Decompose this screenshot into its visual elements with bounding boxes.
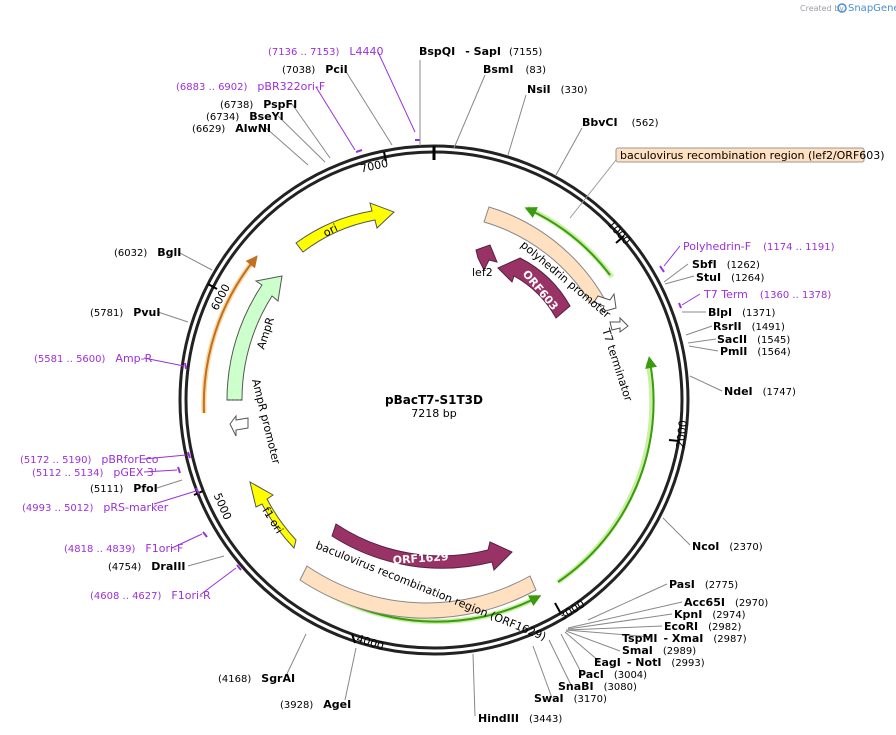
tick-4000-mark (351, 633, 356, 644)
tick-6000-mark (207, 283, 218, 290)
enzyme-sgrai[interactable]: (4168)SgrAI (218, 672, 295, 685)
ampr-feature[interactable] (226, 275, 283, 401)
orange-region-arrow (202, 255, 258, 414)
primer-polyhedrin-f[interactable]: Polyhedrin-F(1174 .. 1191) (683, 240, 835, 253)
lef2-label: lef2 (472, 266, 493, 279)
tick-1000-mark (615, 235, 625, 244)
pbr322ori-f-mark (355, 149, 363, 153)
enzyme-stui[interactable]: StuI(1264) (696, 271, 764, 284)
enzyme-bbvci[interactable]: BbvCI(562) (582, 116, 659, 129)
primer-labels: (7136 .. 7153)L4440 (6883 .. 6902)pBR322… (20, 45, 835, 602)
enzyme-draiii[interactable]: (4754)DraIII (108, 560, 186, 573)
f1ori-f-mark (202, 531, 208, 538)
ori-feature[interactable] (295, 202, 395, 253)
tick-3000-mark (554, 602, 561, 613)
enzyme-pasi[interactable]: PasI(2775) (669, 578, 738, 591)
recomb-lef2-feature[interactable] (483, 206, 605, 305)
enzyme-pvui[interactable]: (5781)PvuI (90, 306, 160, 319)
t7-terminator-feature[interactable] (609, 316, 629, 333)
tick-2000: 2000 (674, 419, 690, 448)
t7-terminator-label: T7 terminator (599, 326, 635, 403)
created-by-text: Created by (800, 4, 844, 13)
primer-pgex3[interactable]: (5112 .. 5134)pGEX 3' (32, 466, 157, 479)
recomb-orf1629-feature[interactable] (299, 565, 537, 619)
ampr-promoter-feature[interactable] (229, 414, 249, 437)
primer-f1ori-r[interactable]: (4608 .. 4627)F1ori-R (90, 589, 211, 602)
orf-right-direction-arrow (557, 356, 657, 583)
primer-prs-marker[interactable]: (4993 .. 5012)pRS-marker (22, 501, 169, 514)
enzyme-rsrii[interactable]: RsrII(1491) (713, 320, 785, 333)
orf-right-direction-halo (556, 361, 655, 585)
primer-f1ori-f[interactable]: (4818 .. 4839)F1ori-F (64, 542, 183, 555)
enzyme-bgli[interactable]: (6032)BglI (114, 246, 181, 259)
plasmid-size: 7218 bp (411, 407, 456, 420)
enzyme-blpi[interactable]: BlpI(1371) (708, 306, 775, 319)
primer-t7-term[interactable]: T7 Term(1360 .. 1378) (703, 288, 831, 301)
orf1629-label: ORF1629 (392, 550, 449, 567)
f1-ori-label: f1 ori (259, 505, 285, 536)
enzyme-pmli[interactable]: PmlI(1564) (720, 345, 791, 358)
enzyme-ncoi[interactable]: NcoI(2370) (692, 540, 763, 553)
enzyme-bspqi[interactable]: BspQI- SapI(7155) (419, 45, 542, 58)
primer-amp-r[interactable]: (5581 .. 5600)Amp-R (34, 352, 153, 365)
primer-pbrforeco[interactable]: (5172 .. 5190)pBRforEco (20, 453, 159, 466)
enzyme-pcii[interactable]: (7038)PciI (282, 63, 348, 76)
enzyme-sacii[interactable]: SacII(1545) (717, 333, 790, 346)
enzyme-ndei[interactable]: NdeI(1747) (724, 385, 796, 398)
amp-r-mark (184, 362, 187, 370)
snapgene-brand-text: SnapGene (848, 3, 896, 14)
tick-3000: 3000 (557, 597, 588, 623)
primer-pbr322ori-f[interactable]: (6883 .. 6902)pBR322ori-F (176, 80, 325, 93)
enzyme-nsii[interactable]: NsiI(330) (527, 83, 588, 96)
ori-label: ori (321, 221, 340, 239)
enzyme-pfoi[interactable]: (5111)PfoI (90, 482, 158, 495)
enzyme-tspmi[interactable]: TspMI- XmaI(2987) (622, 632, 747, 645)
primer-marks (177, 139, 682, 571)
enzyme-kpni[interactable]: KpnI(2974) (674, 608, 746, 621)
prs-marker-mark (195, 487, 200, 495)
enzyme-smai[interactable]: SmaI(2989) (622, 644, 696, 657)
plasmid-name: pBacT7-S1T3D (385, 393, 483, 407)
polyhedrin-f-mark (659, 265, 665, 273)
enzyme-sbfi[interactable]: SbfI(1262) (692, 258, 760, 271)
lef2-feature[interactable] (475, 244, 498, 272)
enzyme-ecori[interactable]: EcoRI(2982) (664, 620, 742, 633)
enzyme-eagi[interactable]: EagI- NotI(2993) (594, 656, 705, 669)
orf603-feature[interactable] (497, 257, 571, 319)
enzyme-bseyi[interactable]: (6734)BseYI (206, 110, 284, 123)
enzyme-acc65i[interactable]: Acc65I(2970) (684, 596, 768, 609)
tick-7000: 7000 (359, 157, 389, 176)
tick-2000-mark (668, 439, 680, 442)
recomb-lef2-label: baculovirus recombination region (lef2/O… (620, 149, 885, 162)
recomb-lef2-label-box (615, 147, 865, 163)
f1-ori-feature[interactable] (249, 480, 297, 549)
tick-1000: 1000 (605, 218, 633, 248)
enzyme-snabi[interactable]: SnaBI(3080) (558, 680, 637, 693)
t7-term-mark (678, 302, 682, 309)
ampr-promoter-label: AmpR promoter (249, 378, 283, 466)
enzyme-agei[interactable]: (3928)AgeI (280, 698, 351, 711)
enzyme-leaders (156, 60, 723, 717)
enzyme-hindiii[interactable]: HindIII(3443) (478, 712, 562, 725)
enzyme-alwni[interactable]: (6629)AlwNI (192, 122, 271, 135)
polyhedrin-promoter-feature[interactable] (593, 292, 617, 313)
pbrforeco-mark (187, 451, 191, 459)
recomb-lef2-direction-arrow (524, 207, 611, 276)
tick-7000-mark (383, 151, 387, 162)
enzyme-pspfi[interactable]: (6738)PspFI (220, 98, 297, 111)
enzyme-swai[interactable]: SwaI(3170) (534, 692, 607, 705)
enzyme-paci[interactable]: PacI(3004) (578, 668, 647, 681)
primer-leaders (143, 51, 701, 596)
f1ori-r-mark (236, 564, 242, 571)
enzyme-labels: BspQI- SapI(7155) BsmI(83) NsiI(330) Bbv… (90, 45, 796, 725)
pgex3-mark (177, 466, 181, 474)
snapgene-logo-icon (837, 3, 847, 13)
enzyme-bsmi[interactable]: BsmI(83) (483, 63, 546, 76)
recomb-lef2-leader (569, 159, 617, 219)
tick-4000: 4000 (355, 632, 386, 653)
primer-l4440[interactable]: (7136 .. 7153)L4440 (268, 45, 384, 58)
orf1629-feature[interactable] (331, 523, 513, 571)
